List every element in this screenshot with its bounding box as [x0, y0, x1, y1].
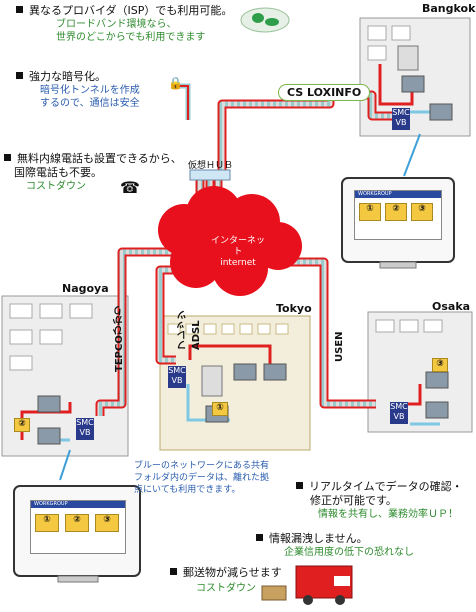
osaka-folder-tag: ③	[432, 358, 448, 372]
hub-label: 仮想ＨＵＢ	[188, 161, 234, 171]
virtual-hub	[189, 169, 231, 181]
folder-2-icon[interactable]: ②	[385, 203, 407, 221]
bullet-leak: 情報漏洩しません。	[256, 532, 368, 546]
bangkok-workgroup-window: WORKGROUP ① ② ③	[354, 190, 442, 240]
phone-icon: ☎	[120, 178, 140, 197]
shared-folder-caption: ブルーのネットワークにある共有 フォルダ内のデータは、離れた拠 点にいても利用で…	[134, 461, 270, 495]
tokyo-folder-tag: ①	[212, 402, 228, 416]
folder-row: ① ② ③	[355, 198, 441, 226]
bullet-isp: 異なるプロバイダ（ISP）でも利用可能。	[16, 4, 232, 18]
bullet-crypto: 強力な暗号化。	[16, 70, 106, 84]
crypto-sub1: 暗号化トンネルを作成	[40, 85, 140, 96]
link-flets: フレッツADSL	[178, 310, 202, 350]
realtime-sub: 情報を共有し、業務効率ＵＰ！	[318, 509, 458, 520]
bullet-mail: 郵送物が減らせます	[170, 566, 282, 580]
link-tepco: TEPCOひかり	[114, 305, 125, 372]
crypto-sub2: するので、通信は安全	[40, 98, 140, 109]
folder-1-icon[interactable]: ①	[35, 514, 59, 532]
folder-3-icon[interactable]: ③	[95, 514, 119, 532]
link-usen: USEN	[334, 331, 345, 362]
nagoya-building	[1, 295, 129, 457]
lock-icon: 🔒	[168, 76, 183, 90]
folder-2-icon[interactable]: ②	[65, 514, 89, 532]
link-cs-loxinfo: CS LOXINFO	[278, 84, 371, 101]
folder-1-icon[interactable]: ①	[359, 203, 381, 221]
isp-sub2: 世界のどこからでも利用できます	[56, 32, 206, 43]
city-nagoya: Nagoya	[62, 282, 109, 295]
world-map	[240, 7, 290, 33]
internet-label: インターネット internet	[210, 236, 265, 268]
phone-sub: コストダウン	[26, 181, 86, 192]
phone-title2: 国際電話も不要。	[14, 166, 102, 179]
leak-sub: 企業信用度の低下の恐れなし	[284, 547, 414, 558]
isp-sub1: ブロードバンド環境なら、	[56, 19, 177, 30]
nagoya-workgroup-window: WORKGROUP ① ② ③	[30, 500, 126, 554]
nagoya-folder-tag: ②	[14, 418, 30, 432]
city-bangkok: Bangkok	[422, 2, 476, 15]
city-tokyo: Tokyo	[276, 302, 312, 315]
realtime-title2: 修正が可能です。	[310, 494, 397, 507]
bullet-realtime: リアルタイムでデータの確認・	[296, 480, 463, 494]
bullet-phone: 無料内線電話も設置できるから、	[4, 152, 182, 166]
folder-row: ① ② ③	[31, 508, 125, 538]
mail-sub: コストダウン	[196, 583, 256, 594]
folder-3-icon[interactable]: ③	[411, 203, 433, 221]
city-osaka: Osaka	[432, 300, 471, 313]
